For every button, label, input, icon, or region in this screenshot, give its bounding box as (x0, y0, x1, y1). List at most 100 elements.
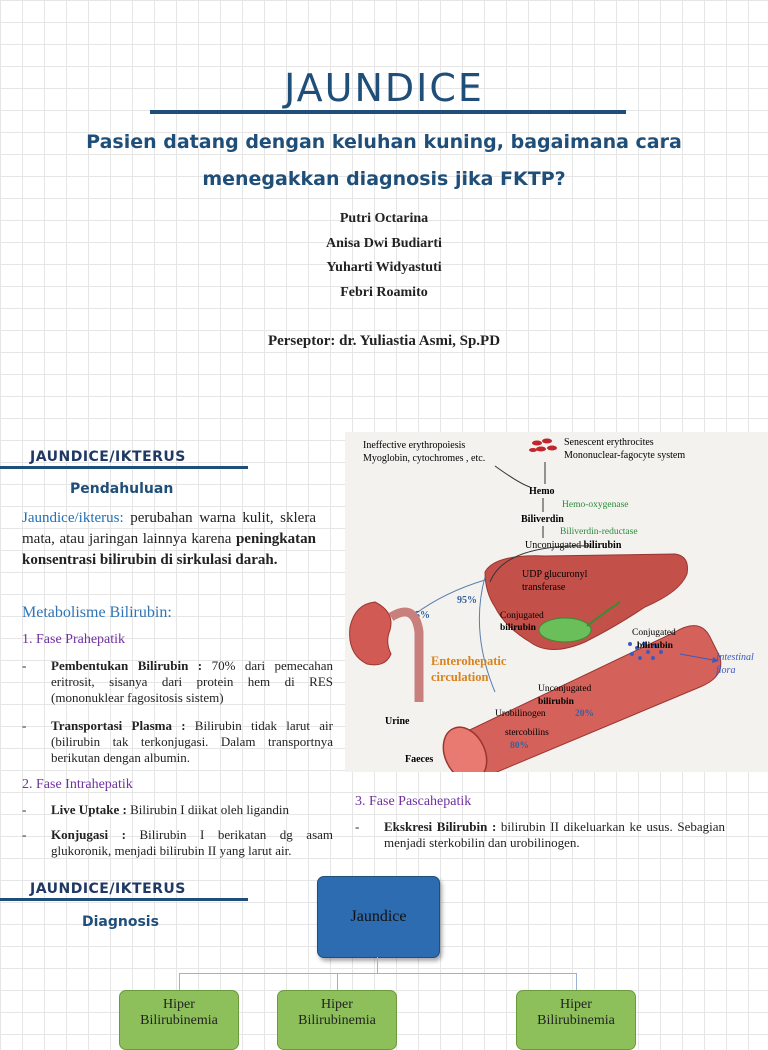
connector-line (377, 957, 378, 974)
label-biliverdin: Biliverdin (521, 514, 564, 525)
label-20: 20% (575, 709, 594, 719)
label-flora: flora (716, 665, 735, 676)
connector-line (576, 973, 577, 990)
flow-child-hiperbilirubinemia: Hiper Bilirubinemia (277, 990, 397, 1050)
erythrocyte-icon (529, 438, 557, 452)
bullet-dash: - (22, 827, 27, 842)
bullet-term: Pembentukan Bilirubin : (51, 658, 203, 673)
flow-child-hiperbilirubinemia: Hiper Bilirubinemia (516, 990, 636, 1050)
bullet-text: Bilirubin I diikat oleh ligandin (130, 802, 289, 817)
bullet-dash: - (22, 718, 27, 733)
author: Yuharti Widyastuti (326, 260, 442, 275)
kidney-shape (349, 601, 392, 666)
bacteria-dots (628, 642, 663, 660)
label-ineffective: Ineffective erythropoiesis (363, 440, 465, 451)
bilirubin-metabolism-diagram: Ineffective erythropoiesis Myoglobin, cy… (345, 432, 768, 772)
author-list: Putri Octarina Anisa Dwi Budiarti Yuhart… (0, 207, 768, 305)
bullet-dash: - (22, 658, 27, 673)
intro-text: perubahan warna kulit, sklera mata, atau… (22, 510, 316, 547)
label-unconjugated-gut: Unconjugated (538, 684, 592, 694)
section-title-pendahuluan: JAUNDICE/IKTERUS (30, 449, 186, 465)
bullet-term: Ekskresi Bilirubin : (384, 819, 497, 834)
author: Putri Octarina (339, 211, 429, 226)
bullet-term: Konjugasi : (51, 827, 126, 842)
bullet-item: - Pembentukan Bilirubin : 70% dari pemec… (22, 658, 333, 706)
connector-line (179, 973, 577, 974)
label-mononuclear: Mononuclear-fagocyte system (564, 450, 685, 461)
section-subtitle: Pendahuluan (70, 481, 174, 497)
bullet-text: Bilirubin tidak larut air (bilirubin tak… (51, 718, 333, 765)
bile-duct (586, 601, 621, 627)
flow-child-line: Bilirubinemia (298, 1013, 376, 1028)
bullet-text: 70% dari pemecahan eritrosit, sisanya da… (51, 658, 333, 705)
label-faeces: Faeces (405, 754, 433, 765)
page-title: JAUNDICE (284, 66, 484, 110)
intestine-opening (442, 726, 488, 772)
bullet-item: - Konjugasi : Bilirubin I berikatan dg a… (22, 827, 333, 859)
section-underline (0, 898, 248, 901)
bullet-term: Live Uptake : (51, 802, 127, 817)
flow-child-line: Bilirubinemia (537, 1013, 615, 1028)
bullet-term: Transportasi Plasma : (51, 718, 186, 733)
metabolism-heading: Metabolisme Bilirubin: (22, 604, 172, 621)
flow-child-line: Bilirubinemia (140, 1013, 218, 1028)
label-myoglobin: Myoglobin, cytochromes , etc. (363, 453, 485, 464)
label-biliverdin-reductase: Biliverdin-reductase (560, 527, 638, 537)
author: Febri Roamito (340, 284, 428, 300)
arrow (679, 653, 714, 661)
intestine-shape (454, 625, 722, 772)
label-senescent: Senescent erythrocites (564, 437, 654, 448)
author: Anisa Dwi Budiarti (326, 235, 442, 251)
phase-title: 2. Fase Intrahepatik (22, 777, 133, 792)
label-circulation: circulation (431, 670, 488, 684)
label-enterohepatic: Enterohepatic (431, 654, 507, 668)
subtitle-line-2: menegakkan diagnosis jika FKTP? (202, 168, 566, 190)
flow-root-jaundice: Jaundice (317, 876, 440, 958)
perseptor: Perseptor: dr. Yuliastia Asmi, Sp.PD (267, 333, 501, 349)
page-subtitle: Pasien datang dengan keluhan kuning, bag… (60, 124, 708, 198)
label-bilirubin-liver: bilirubin (500, 623, 537, 633)
phase-title: 3. Fase Pascahepatik (355, 794, 472, 809)
label-5: 5% (415, 610, 430, 621)
ureter-shape (388, 607, 424, 702)
bullet-text: bilirubin II dikeluarkan ke usus. Sebagi… (384, 819, 725, 850)
bullet-item: - Live Uptake : Bilirubin I diikat oleh … (22, 802, 333, 818)
section-title-diagnosis: JAUNDICE/IKTERUS (30, 881, 186, 897)
intro-bold-text: peningkatan konsentrasi bilirubin di sir… (22, 531, 316, 568)
label-hemo: Hemo (529, 486, 555, 497)
label-bilirubin-gut: bilirubin (637, 641, 674, 651)
label-urobilinogen: Urobilinogen (495, 709, 546, 719)
label-bilirubin-gut-2: bilirubin (538, 697, 575, 707)
flow-child-hiperbilirubinemia: Hiper Bilirubinemia (119, 990, 239, 1050)
label-transferase: transferase (522, 582, 566, 593)
flow-child-line: Hiper (560, 997, 592, 1012)
section-underline (0, 466, 248, 469)
connector-line (179, 973, 180, 990)
label-80: 80% (510, 741, 529, 751)
label-95: 95% (457, 595, 477, 606)
bullet-text: Bilirubin I berikatan dg asam glukoronik… (51, 827, 334, 858)
label-urine: Urine (385, 716, 410, 727)
bullet-item: - Transportasi Plasma : Bilirubin tidak … (22, 718, 333, 766)
bullet-dash: - (355, 819, 360, 834)
arrow (489, 545, 591, 583)
subtitle-line-1: Pasien datang dengan keluhan kuning, bag… (86, 131, 682, 153)
label-conjugated-liver: Conjugated (500, 611, 544, 621)
intro-term: Jaundice/ikterus: (22, 510, 124, 526)
liver-shape (484, 553, 688, 650)
arrow-head (712, 657, 719, 663)
flow-child-line: Hiper (321, 997, 353, 1012)
title-underline (150, 110, 626, 114)
intro-paragraph: Jaundice/ikterus: perubahan warna kulit,… (22, 508, 316, 571)
gallbladder-shape (538, 617, 592, 643)
arrow (494, 465, 531, 488)
arrow (414, 579, 486, 615)
label-udp: UDP glucuronyl (522, 569, 588, 580)
arrow (478, 576, 496, 693)
connector-line (337, 973, 338, 990)
bilirubin-text: bilirubin (584, 540, 622, 551)
section-subtitle: Diagnosis (82, 914, 159, 930)
bullet-dash: - (22, 802, 27, 817)
label-unconjugated: Unconjugated bilirubin (525, 540, 622, 551)
unconjugated-text: Unconjugated (525, 540, 581, 551)
